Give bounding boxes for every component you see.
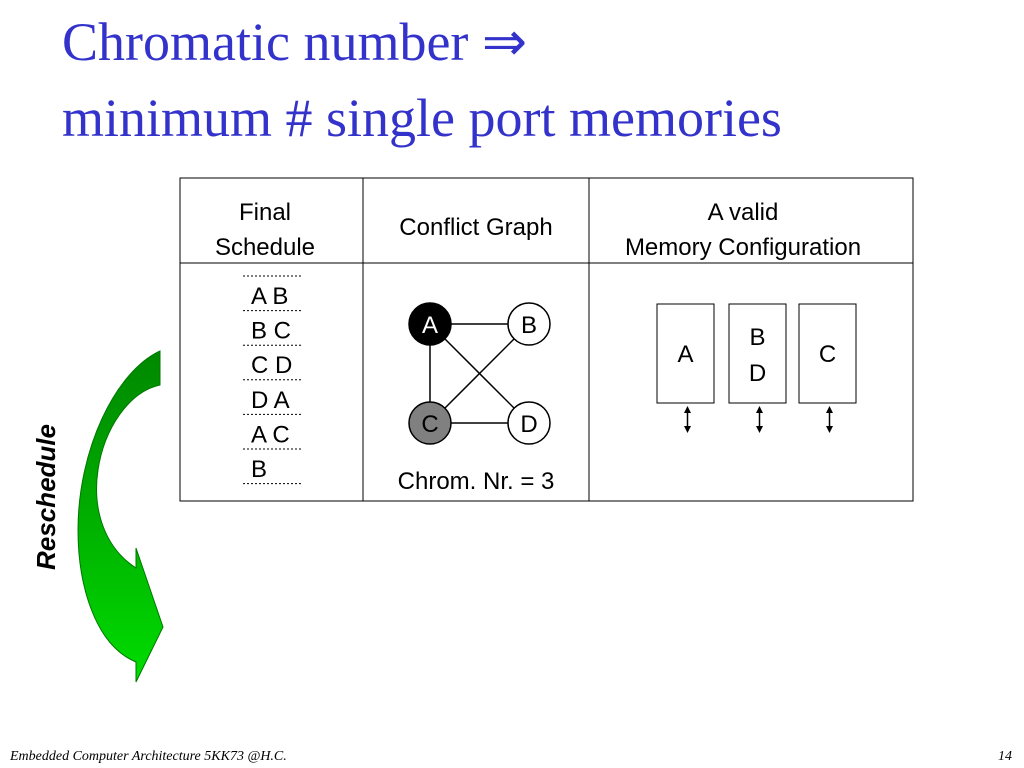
header-schedule-line2: Schedule bbox=[215, 234, 315, 261]
header-memory-line2: Memory Configuration bbox=[625, 234, 861, 261]
memory-label: D bbox=[749, 360, 766, 387]
schedule-row: B bbox=[251, 456, 267, 483]
schedule-row: C D bbox=[251, 352, 292, 379]
table bbox=[179, 177, 914, 502]
memory-configuration: A BD C bbox=[656, 303, 857, 433]
graph-node-label: A bbox=[422, 312, 438, 339]
memory-label: C bbox=[819, 341, 836, 368]
memory-box bbox=[798, 303, 857, 404]
header-memory-line1: A valid bbox=[708, 199, 779, 226]
schedule-row: A B bbox=[251, 283, 288, 310]
schedule-list: A B B C C D D A A C B bbox=[243, 275, 303, 485]
schedule-row: A C bbox=[251, 421, 290, 448]
header-schedule-line1: Final bbox=[239, 199, 291, 226]
graph-node-b bbox=[507, 302, 551, 346]
header-graph: Conflict Graph bbox=[399, 214, 552, 241]
schedule-row: D A bbox=[251, 387, 290, 414]
footer-page-number: 14 bbox=[998, 749, 1012, 764]
graph-nodes: A B C D bbox=[408, 302, 551, 445]
graph-node-label: C bbox=[421, 411, 438, 438]
memory-box bbox=[656, 303, 715, 404]
reschedule-label: Reschedule bbox=[31, 424, 61, 570]
memory-box bbox=[728, 303, 787, 404]
schedule-row: B C bbox=[251, 318, 291, 345]
memory-label: A bbox=[677, 341, 693, 368]
footer-course: Embedded Computer Architecture 5KK73 @H.… bbox=[10, 749, 287, 764]
reschedule-arrow bbox=[77, 350, 164, 683]
memory-port-arrow bbox=[756, 406, 763, 433]
memory-label: B bbox=[749, 324, 765, 351]
graph-node-a bbox=[408, 302, 452, 346]
graph-node-d bbox=[507, 401, 551, 445]
graph-node-label: B bbox=[521, 312, 537, 339]
graph-edge-b-c bbox=[429, 323, 530, 424]
graph-node-label: D bbox=[520, 411, 537, 438]
title-line-1: Chromatic number ⇒ bbox=[62, 12, 528, 72]
chromatic-number-label: Chrom. Nr. = 3 bbox=[398, 468, 555, 495]
title-line-2: minimum # single port memories bbox=[62, 88, 782, 148]
memory-port-arrow bbox=[684, 406, 691, 433]
graph-node-c bbox=[408, 401, 452, 445]
memory-port-arrow bbox=[826, 406, 833, 433]
